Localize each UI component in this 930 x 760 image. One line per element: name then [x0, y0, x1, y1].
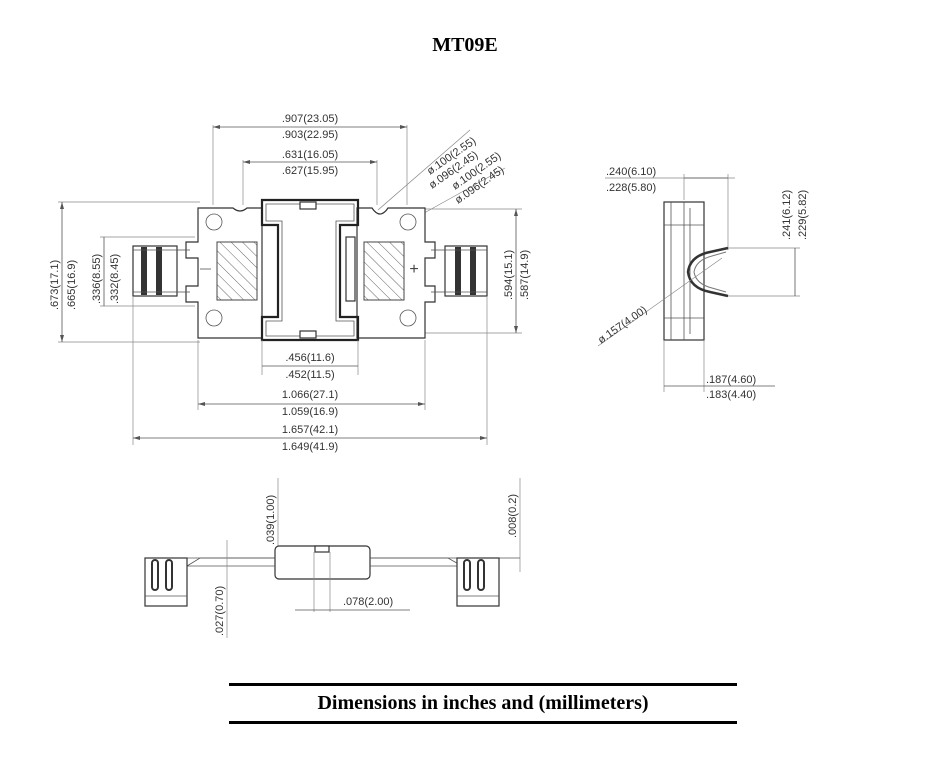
hatched-pad-left: [216, 241, 258, 301]
top-notch: [299, 201, 317, 210]
side-view: .240(6.10) .228(5.80) .241(6.12) .229(5.…: [596, 166, 809, 401]
footer-rule-bottom: [229, 721, 737, 724]
mounting-hole: [399, 213, 417, 231]
dim-clip-height-max: .241(6.12): [781, 190, 793, 240]
dim-clip-height-min: .229(5.82): [797, 190, 809, 240]
right-terminal: [431, 245, 488, 297]
dim-body-depth-min: .183(4.40): [706, 389, 756, 401]
dim-mid-width-min: 1.059(16.9): [282, 406, 338, 418]
dim-total-height-max: .673(17.1): [49, 260, 61, 310]
dim-clip-diameter: ø.157(4.00): [596, 304, 649, 346]
dim-center-width-min: .452(11.5): [285, 369, 334, 381]
dim-terminal-height-max: .336(8.55): [91, 254, 103, 304]
dim-body-height-max: .594(15.1): [503, 250, 515, 300]
dim-lead-height: .027(0.70): [214, 586, 226, 636]
part-title: MT09E: [432, 34, 498, 56]
dim-terminal-height-min: .332(8.45): [109, 254, 121, 304]
dim-depth-max: .240(6.10): [606, 166, 656, 178]
mounting-hole: [205, 213, 223, 231]
dim-outer-width-max: .907(23.05): [282, 113, 338, 125]
dim-inner-width-max: .631(16.05): [282, 149, 338, 161]
left-terminal: [132, 245, 190, 297]
mounting-hole: [205, 309, 223, 327]
front-view: .039(1.00) .008(0.2) .078(2.00) .027(0.7…: [144, 478, 521, 638]
dim-tab-thickness: .008(0.2): [507, 494, 519, 538]
front-left-terminal: [144, 557, 188, 607]
dim-inner-width-min: .627(15.95): [282, 165, 338, 177]
front-right-terminal: [456, 557, 500, 607]
hatched-pad-right: [363, 241, 405, 301]
dim-center-width-max: .456(11.6): [285, 352, 334, 364]
footer-note: Dimensions in inches and (millimeters): [317, 692, 649, 714]
dim-body-depth-max: .187(4.60): [706, 374, 756, 386]
polarity-plus-mark: +: [409, 261, 418, 278]
dim-total-width-min: 1.649(41.9): [282, 441, 338, 453]
dim-body-height-min: .587(14.9): [519, 250, 531, 300]
clip: [686, 246, 729, 298]
footer-rule-top: [229, 683, 737, 686]
dim-depth-min: .228(5.80): [606, 182, 656, 194]
mounting-hole: [399, 309, 417, 327]
dim-slot-width: .078(2.00): [343, 596, 393, 608]
bottom-notch: [299, 330, 317, 339]
dim-body-height: .039(1.00): [265, 495, 277, 545]
dim-total-height-min: .665(16.9): [66, 260, 78, 310]
dim-mid-width-max: 1.066(27.1): [282, 389, 338, 401]
top-view: .907(23.05) .903(22.95) .631(16.05) .627…: [49, 113, 531, 453]
dim-total-width-max: 1.657(42.1): [282, 424, 338, 436]
dim-outer-width-min: .903(22.95): [282, 129, 338, 141]
